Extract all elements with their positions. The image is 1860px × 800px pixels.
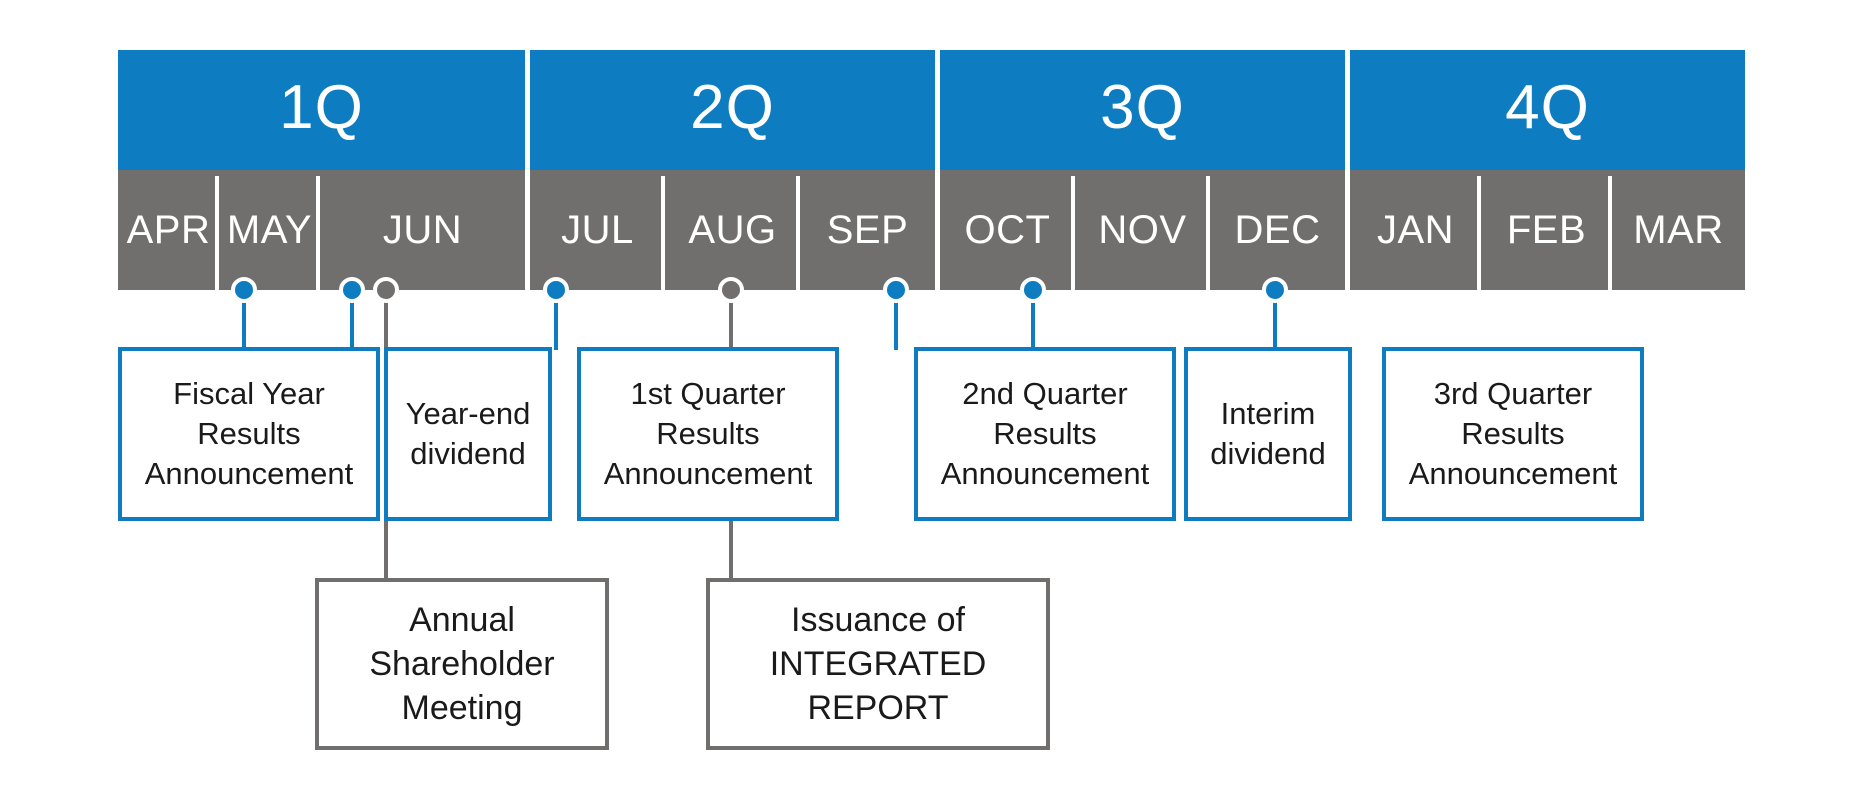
month-cell-jun: JUN [316,170,525,290]
quarter-row: 1Q 2Q 3Q 4Q [118,50,1745,170]
timeline-marker-sep[interactable] [718,277,744,303]
month-label: FEB [1506,207,1587,252]
quarter-cell-1q: 1Q [118,50,525,170]
event-card-label: 3rd Quarter Results Announcement [1408,376,1618,491]
month-label: JUN [382,207,463,252]
connector-line-year-end-dividend [350,288,354,350]
month-cell-nov: NOV [1071,170,1210,290]
quarter-label: 4Q [1505,73,1590,142]
timeline-marker-jun-2[interactable] [373,277,399,303]
event-card-third-quarter-results[interactable]: 3rd Quarter Results Announcement [1382,347,1644,521]
connector-line-third-quarter-results [1273,288,1277,350]
timeline-bar: 1Q 2Q 3Q 4Q APR MAY JUN JUL AUG SEP OCT NOV DEC JAN F… [118,50,1745,290]
event-card-label: Interim dividend [1210,396,1326,471]
timeline-marker-dec[interactable] [1020,277,1046,303]
event-card-fiscal-year-results[interactable]: Fiscal Year Results Announcement [118,347,380,521]
connector-line-fiscal-year-results [242,288,246,350]
month-label: JAN [1376,207,1455,252]
event-card-label: 1st Quarter Results Announcement [603,376,813,491]
quarter-cell-2q: 2Q [530,50,935,170]
event-card-label: Year-end dividend [405,396,531,471]
month-label: SEP [826,207,909,252]
quarter-cell-4q: 4Q [1350,50,1745,170]
connector-line-interim-dividend [1031,288,1035,350]
month-cell-aug: AUG [661,170,800,290]
month-cell-apr: APR [118,170,219,290]
quarter-label: 2Q [690,73,775,142]
connector-line-first-quarter-results [554,288,558,350]
event-card-year-end-dividend[interactable]: Year-end dividend [384,347,552,521]
month-cell-mar: MAR [1608,170,1745,290]
month-label: AUG [688,207,777,252]
event-card-issuance-integrated-report[interactable]: Issuance of INTEGRATED REPORT [706,578,1050,750]
timeline-marker-aug[interactable] [543,277,569,303]
connector-line-second-quarter-results [894,288,898,350]
quarter-label: 3Q [1100,73,1185,142]
month-cell-feb: FEB [1477,170,1612,290]
month-cell-jan: JAN [1350,170,1481,290]
event-card-label: Issuance of INTEGRATED REPORT [769,600,987,728]
month-label: MAR [1633,207,1724,252]
timeline-marker-oct[interactable] [883,277,909,303]
event-card-annual-shareholder-meeting[interactable]: Annual Shareholder Meeting [315,578,609,750]
event-card-label: 2nd Quarter Results Announcement [940,376,1150,491]
event-card-label: Annual Shareholder Meeting [369,600,555,728]
timeline-marker-may[interactable] [231,277,257,303]
month-label: JUL [561,207,634,252]
month-label: DEC [1234,207,1321,252]
month-label: APR [126,207,211,252]
month-label: OCT [964,207,1051,252]
quarter-cell-3q: 3Q [940,50,1345,170]
event-card-label: Fiscal Year Results Announcement [144,376,354,491]
month-cell-may: MAY [215,170,320,290]
event-card-second-quarter-results[interactable]: 2nd Quarter Results Announcement [914,347,1176,521]
month-cell-oct: OCT [940,170,1075,290]
month-row: APR MAY JUN JUL AUG SEP OCT NOV DEC JAN FEB MAR [118,170,1745,290]
timeline-marker-jun-1[interactable] [339,277,365,303]
month-cell-sep: SEP [796,170,935,290]
quarter-label: 1Q [279,73,364,142]
month-cell-jul: JUL [530,170,665,290]
month-label: NOV [1098,207,1187,252]
event-card-interim-dividend[interactable]: Interim dividend [1184,347,1352,521]
event-card-first-quarter-results[interactable]: 1st Quarter Results Announcement [577,347,839,521]
timeline-marker-feb[interactable] [1262,277,1288,303]
month-label: MAY [226,207,313,252]
month-cell-dec: DEC [1206,170,1345,290]
